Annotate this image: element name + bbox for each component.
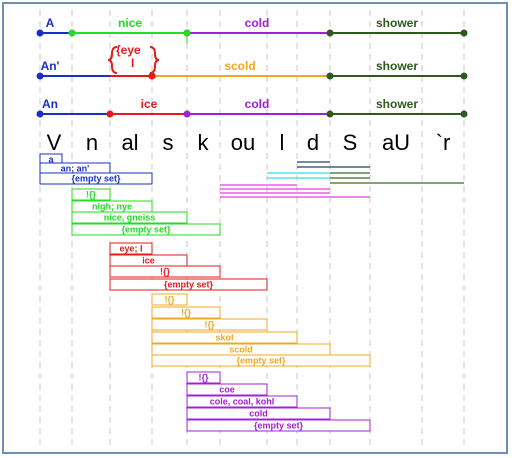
phoneme: al bbox=[121, 130, 138, 155]
word-label: nigh; nye bbox=[92, 202, 132, 212]
parse-node bbox=[183, 29, 191, 37]
parse-node bbox=[148, 72, 156, 80]
word-label: {empty set} bbox=[71, 174, 121, 184]
parse-node bbox=[36, 72, 44, 80]
parse-node bbox=[326, 29, 334, 37]
word-label: {empty set} bbox=[254, 421, 304, 431]
word-box bbox=[186, 407, 331, 420]
parse-node bbox=[183, 110, 191, 118]
parse-node bbox=[326, 72, 334, 80]
word-box bbox=[186, 395, 298, 408]
word-box bbox=[151, 306, 221, 319]
eye-annotation: {eye I bbox=[107, 43, 160, 74]
parse-label: scold bbox=[224, 59, 255, 73]
parse-lines bbox=[36, 29, 468, 118]
parse-label: shower bbox=[376, 97, 418, 111]
word-box bbox=[109, 265, 221, 278]
parse-label: An bbox=[42, 97, 58, 111]
parse-node bbox=[36, 29, 44, 37]
parse-label: An' bbox=[41, 59, 60, 73]
word-box bbox=[109, 278, 268, 291]
phoneme: V bbox=[47, 130, 62, 155]
eye-annotation-text: I bbox=[131, 56, 134, 70]
parse-label: cold bbox=[245, 16, 270, 30]
parse-label: A bbox=[46, 16, 55, 30]
parse-node bbox=[460, 72, 468, 80]
word-label: scold bbox=[229, 345, 253, 355]
word-label: !{} bbox=[86, 190, 96, 200]
phoneme: d bbox=[307, 130, 319, 155]
parse-label: nice bbox=[118, 16, 142, 30]
eye-brace-right bbox=[149, 46, 160, 74]
word-box bbox=[151, 293, 188, 306]
word-box bbox=[39, 172, 153, 185]
word-box bbox=[151, 331, 298, 344]
parse-node bbox=[68, 29, 76, 37]
word-box bbox=[71, 211, 188, 224]
eye-brace-left bbox=[107, 46, 118, 74]
word-label: !{} bbox=[204, 320, 214, 330]
word-label: !{} bbox=[198, 373, 208, 383]
word-box bbox=[71, 223, 221, 236]
parse-label: cold bbox=[245, 97, 270, 111]
word-label: {empty set} bbox=[121, 225, 171, 235]
word-box bbox=[109, 242, 153, 255]
word-label: cole, coal, kohl bbox=[210, 397, 275, 407]
word-box bbox=[151, 354, 371, 367]
word-label: !{} bbox=[164, 295, 174, 305]
word-label: {empty set} bbox=[236, 356, 286, 366]
parse-node bbox=[460, 29, 468, 37]
eye-annotation-text: {eye bbox=[116, 43, 141, 57]
word-label: eye; I bbox=[119, 244, 142, 254]
word-box bbox=[186, 419, 371, 432]
parse-label: shower bbox=[376, 59, 418, 73]
phoneme: k bbox=[198, 130, 210, 155]
word-label: coe bbox=[219, 385, 235, 395]
phoneme: aU bbox=[382, 130, 410, 155]
word-box bbox=[186, 371, 221, 384]
word-label: cold bbox=[249, 409, 268, 419]
word-label: ice bbox=[142, 256, 155, 266]
phoneme: l bbox=[280, 130, 285, 155]
phoneme: n bbox=[86, 130, 98, 155]
word-label: an; an' bbox=[61, 164, 90, 174]
word-box bbox=[71, 188, 111, 201]
word-label: !{} bbox=[160, 267, 170, 277]
word-box bbox=[151, 318, 268, 331]
word-label: !{} bbox=[181, 308, 191, 318]
word-label: skol bbox=[215, 333, 233, 343]
word-label: {empty set} bbox=[164, 280, 214, 290]
parse-label: shower bbox=[376, 16, 418, 30]
phoneme: s bbox=[163, 130, 174, 155]
parse-node bbox=[106, 110, 114, 118]
phoneme: ou bbox=[231, 130, 255, 155]
phoneme: `r bbox=[436, 130, 451, 155]
parse-node bbox=[36, 110, 44, 118]
phoneme: S bbox=[343, 130, 358, 155]
parse-node bbox=[326, 110, 334, 118]
word-label: nice, gneiss bbox=[104, 213, 156, 223]
word-label: a bbox=[48, 155, 54, 165]
parse-node bbox=[460, 110, 468, 118]
parse-label: ice bbox=[141, 97, 158, 111]
word-box bbox=[186, 383, 268, 396]
right-cluster-lines bbox=[220, 161, 464, 198]
